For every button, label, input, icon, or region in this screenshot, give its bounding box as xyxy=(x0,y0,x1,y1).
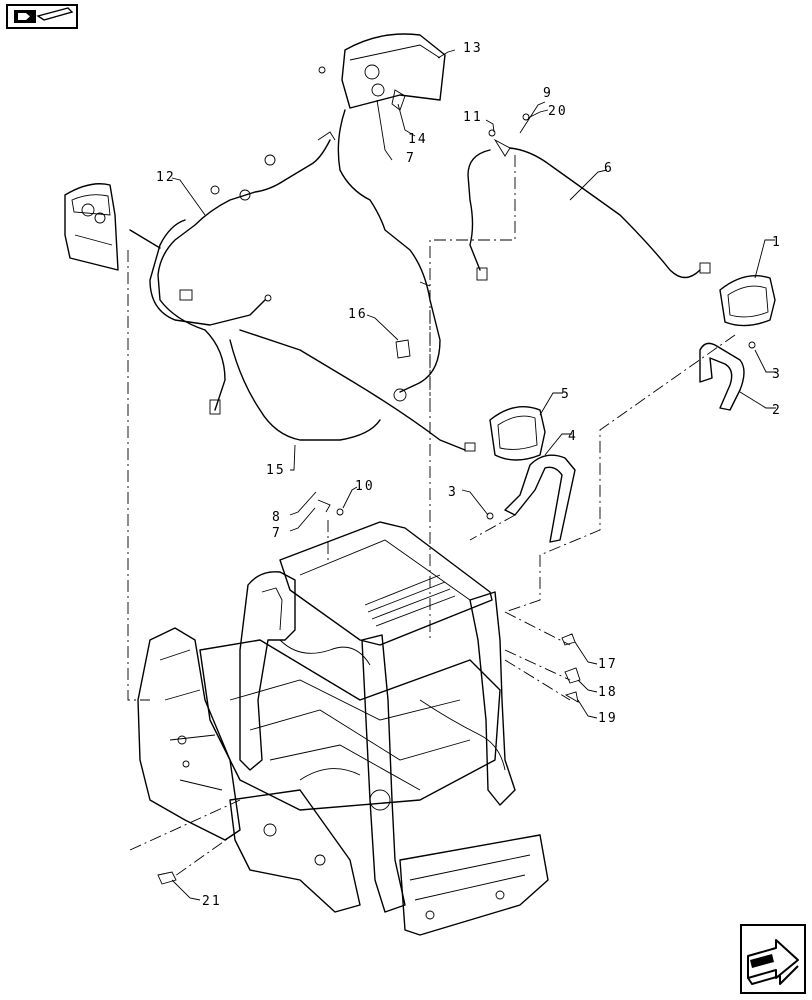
callout-17: 17 xyxy=(598,657,618,672)
small-parts xyxy=(157,66,756,885)
callout-3-right: 3 xyxy=(772,367,782,382)
callout-16: 16 xyxy=(348,307,368,322)
chassis-frame xyxy=(137,521,549,936)
callout-7-top: 7 xyxy=(406,151,416,166)
callout-4: 4 xyxy=(568,429,578,444)
leader-lines xyxy=(171,49,776,901)
callout-2: 2 xyxy=(772,403,782,418)
next-page-arrow-icon xyxy=(747,939,799,985)
callout-14: 14 xyxy=(408,132,428,147)
callout-13: 13 xyxy=(463,41,483,56)
harness-15 xyxy=(229,109,476,452)
callout-6: 6 xyxy=(604,161,614,176)
callout-3-center: 3 xyxy=(448,485,458,500)
work-light-5 xyxy=(489,406,546,461)
light-bracket-2 xyxy=(699,342,745,411)
harness-left xyxy=(129,131,336,415)
light-bracket-4 xyxy=(504,454,576,543)
callout-labels: 1 2 3 3 4 5 6 7 7 8 9 10 11 12 13 14 15 … xyxy=(156,41,782,909)
callout-20: 20 xyxy=(548,104,568,119)
callout-5: 5 xyxy=(561,387,571,402)
callout-18: 18 xyxy=(598,685,618,700)
previous-page-arrow-icon xyxy=(14,7,74,23)
callout-19: 19 xyxy=(598,711,618,726)
top-light-housing xyxy=(341,33,446,111)
next-page-button[interactable] xyxy=(740,924,806,994)
harness-right xyxy=(467,138,711,281)
callout-21: 21 xyxy=(202,894,222,909)
callout-10: 10 xyxy=(355,479,375,494)
callout-15: 15 xyxy=(266,463,286,478)
rear-light-housing-left xyxy=(64,183,119,271)
callout-12: 12 xyxy=(156,170,176,185)
previous-page-button[interactable] xyxy=(6,4,78,29)
callout-8: 8 xyxy=(272,510,282,525)
callout-11: 11 xyxy=(463,110,483,125)
alignment-lines xyxy=(127,155,736,877)
callout-1: 1 xyxy=(772,235,782,250)
work-light-1 xyxy=(719,275,776,327)
callout-9: 9 xyxy=(543,86,553,101)
callout-7-lower: 7 xyxy=(272,526,282,541)
